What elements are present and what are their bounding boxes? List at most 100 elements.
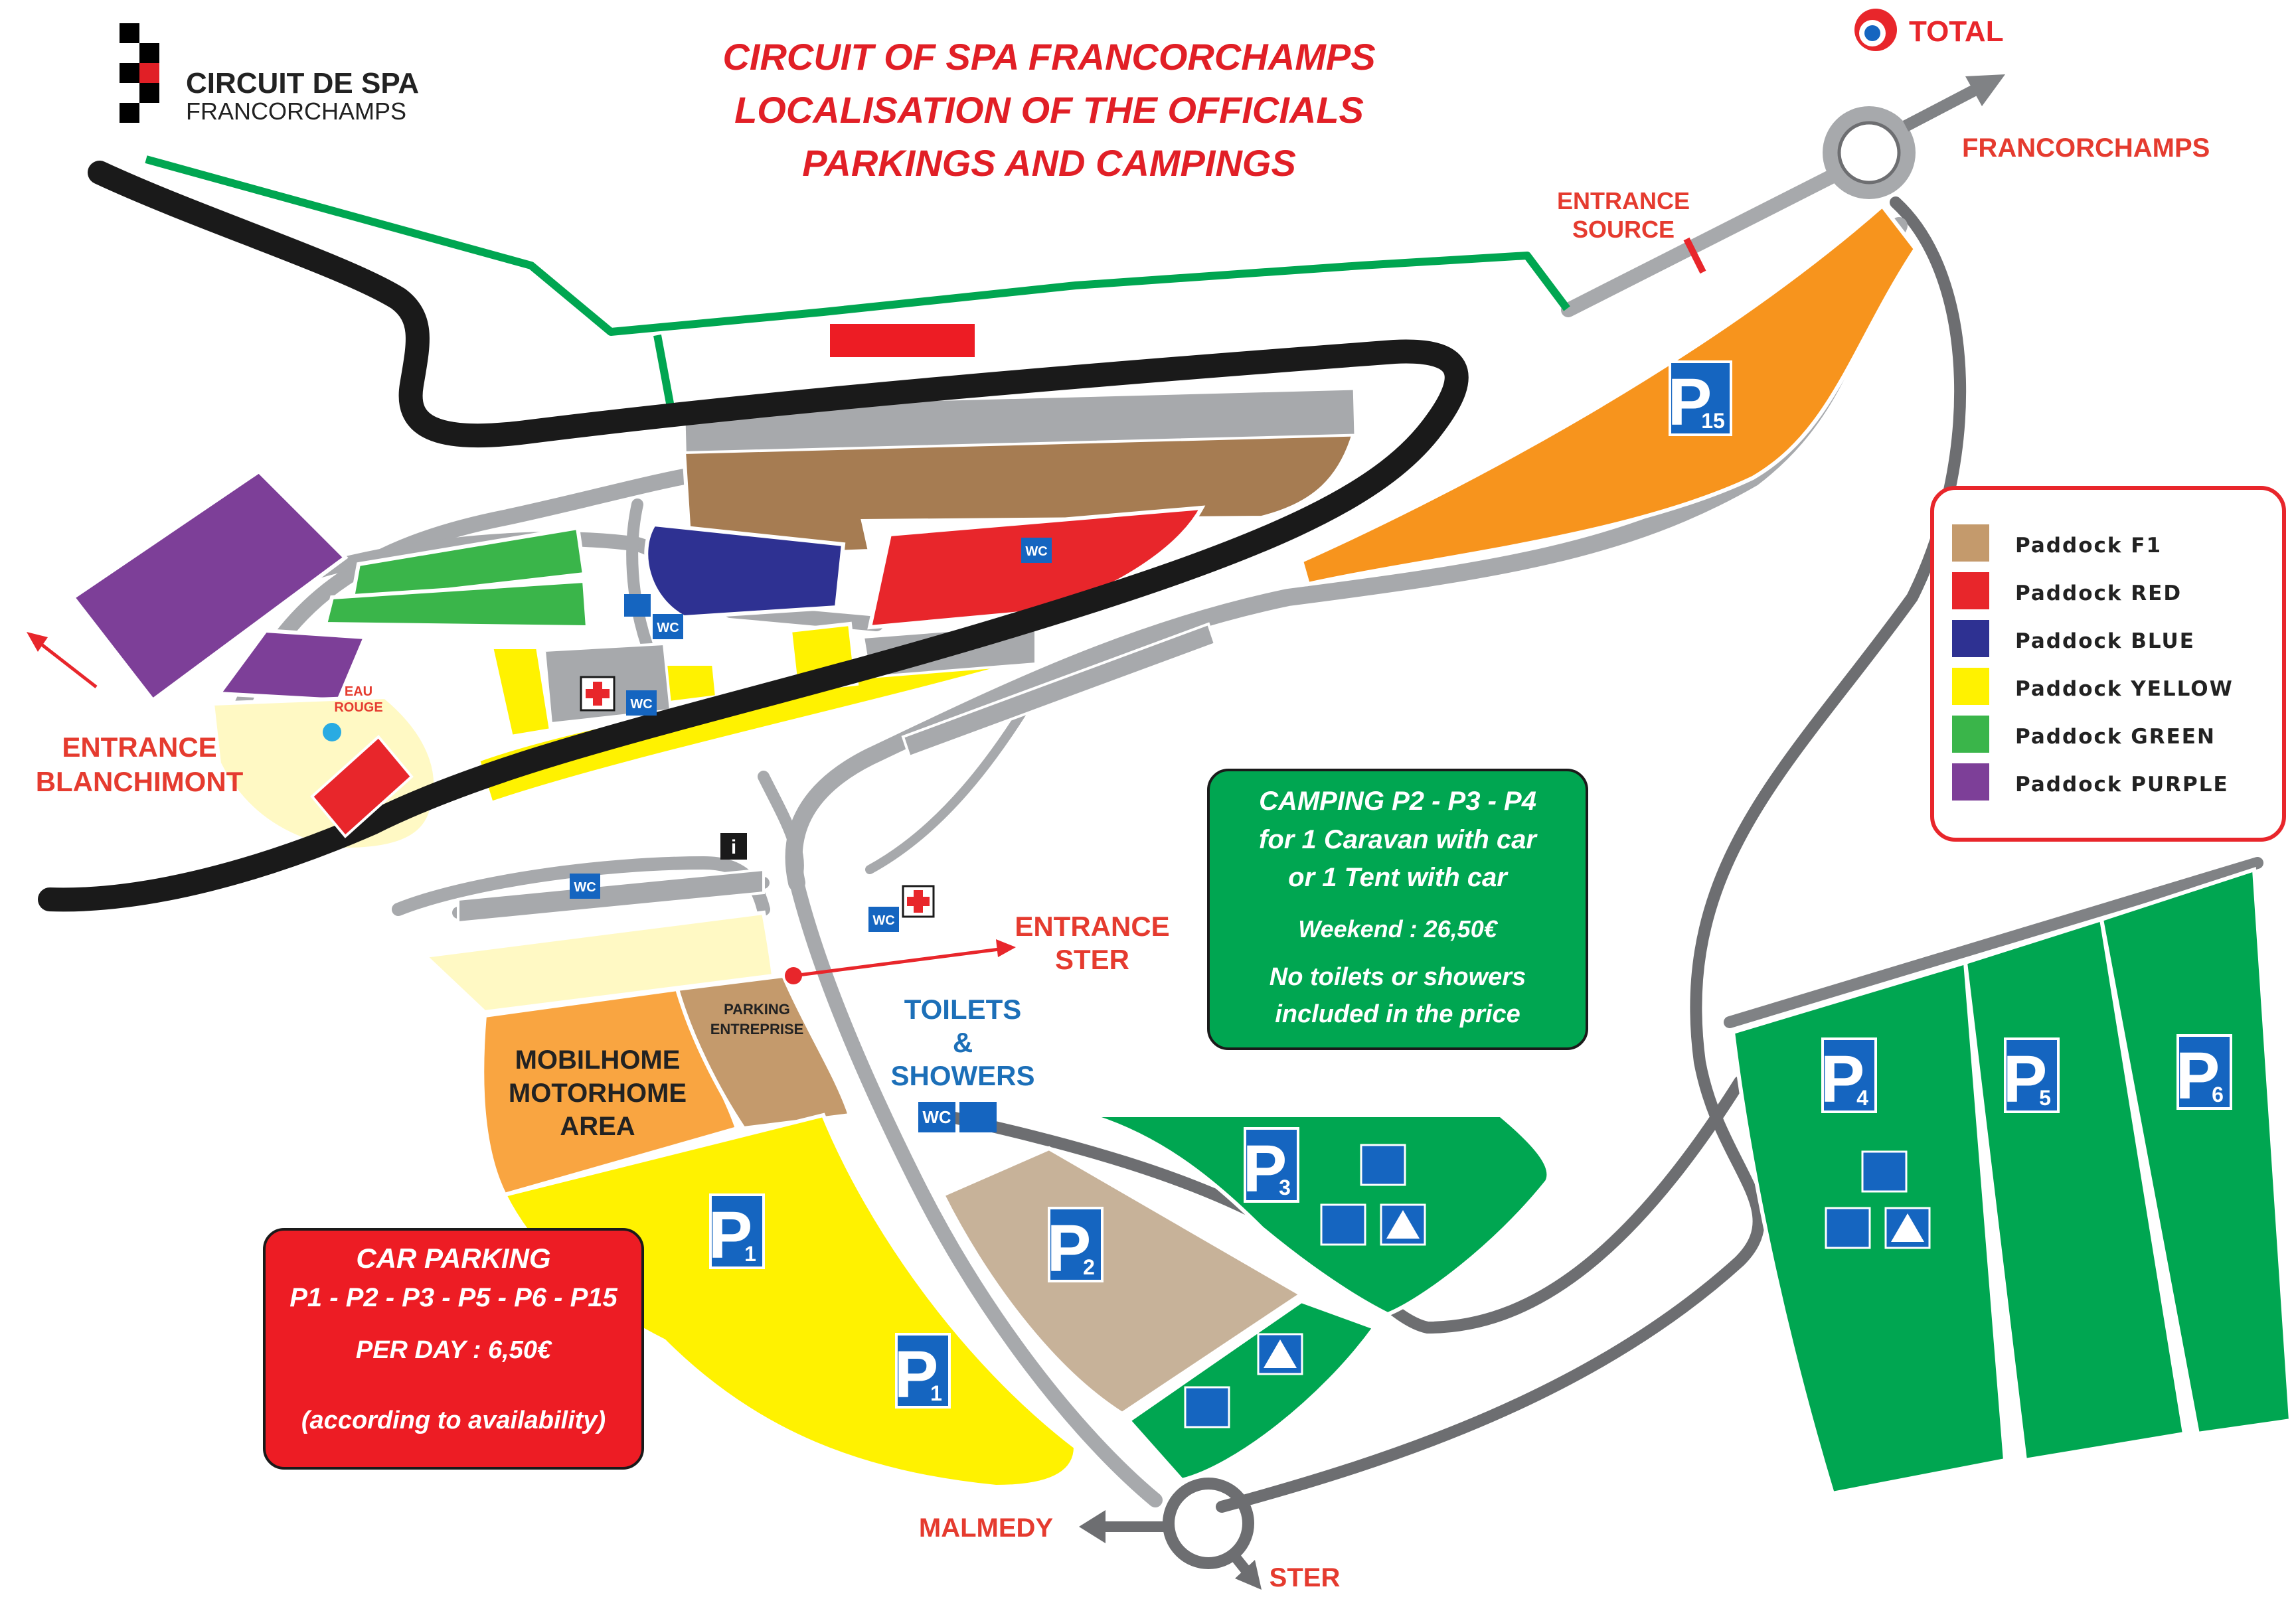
camping-box-bg [1207,769,1588,1050]
wc-sign-red: WC [1021,538,1052,563]
arrow-ster-head [1235,1560,1262,1590]
svg-text:6: 6 [2212,1083,2224,1107]
parking-sign-p4: P 4 [1821,1037,1877,1116]
camping-line-2: for 1 Caravan with car [1259,825,1538,854]
svg-text:P: P [1668,365,1712,439]
parking-sign-p5: P 5 [2003,1037,2060,1116]
svg-text:WC: WC [657,621,679,635]
label-francorchamps: FRANCORCHAMPS [1962,133,2210,163]
paddock-yellow-block-1 [489,645,554,739]
paddock-blue-area [644,522,846,620]
race-track [38,161,1469,912]
legend-label: Paddock YELLOW [2015,677,2234,701]
camping-south-area [1125,1298,1378,1483]
svg-text:5: 5 [2039,1086,2051,1110]
total-logo-text: TOTAL [1909,15,2004,48]
label-entrance-ster-2: STER [1055,944,1129,975]
p3-area [1088,1113,1551,1317]
arrow-francorchamps [1902,81,1985,131]
p6-area [2099,866,2293,1436]
entrance-ster-arrow-head [996,939,1016,957]
label-toilets-3: SHOWERS [890,1060,1034,1091]
svg-text:WC: WC [1025,544,1047,559]
label-eau-rouge-2: ROUGE [334,700,382,715]
label-mobilhome-3: AREA [560,1112,635,1141]
caravan-icon-south [1184,1386,1230,1428]
grey-building-right [901,622,1217,759]
paddock-purple-area-1 [70,469,349,704]
red-stand [830,324,975,357]
svg-text:WC: WC [630,697,652,712]
legend-item-5: Paddock GREEN [1952,716,2216,753]
title-line-1: CIRCUIT OF SPA FRANCORCHAMPS [722,36,1375,78]
camping-line-5: No toilets or showers [1270,963,1526,991]
legend-frame [1930,486,2286,842]
entrance-source-marker [1683,237,1706,274]
label-parking-entreprise-1: PARKING [724,1001,790,1018]
parking-sign-p1a: P 1 [708,1193,765,1272]
shower-icon [959,1102,997,1132]
svg-text:2: 2 [1083,1255,1095,1279]
car-parking-line-3: PER DAY : 6,50€ [356,1336,552,1364]
legend-label: Paddock F1 [2015,534,2162,558]
page-title: CIRCUIT OF SPA FRANCORCHAMPS LOCALISATIO… [722,36,1375,184]
svg-text:P: P [894,1338,939,1412]
label-eau-rouge-1: EAU [345,684,372,699]
label-malmedy: MALMEDY [919,1513,1054,1543]
svg-text:WC: WC [922,1107,951,1127]
svg-text:P: P [2176,1039,2220,1113]
label-ster: STER [1270,1563,1341,1592]
title-line-2: LOCALISATION OF THE OFFICIALS [734,89,1364,131]
caravan-icon-p3 [1360,1144,1406,1186]
logo-line-2: FRANCORCHAMPS [186,98,406,125]
shower-icon-2 [624,594,651,617]
wc-sign-blue: WC [653,614,683,639]
total-logo: TOTAL [1854,9,2004,51]
paddock-yellow-block-2 [662,662,720,706]
label-parking-entreprise-2: ENTREPRISE [710,1021,804,1037]
p2-area [940,1146,1305,1416]
legend-label: Paddock PURPLE [2015,773,2229,797]
legend-label: Paddock RED [2015,581,2182,605]
legend-item-3: Paddock BLUE [1952,620,2194,657]
roundabout-bottom [1163,1478,1254,1569]
label-mobilhome-1: MOBILHOME [515,1045,681,1075]
road-inner-4 [758,771,804,882]
camping-line-3: or 1 Tent with car [1288,863,1509,892]
entrance-ster-dot [785,967,802,984]
parking-sign-p3: P 3 [1243,1127,1299,1206]
legend-label: Paddock GREEN [2015,725,2216,749]
info-sign: i [720,833,747,860]
medical-cross-icon-2 [902,885,935,918]
caravan-icon-p4 [1861,1150,1908,1193]
legend-swatch [1952,668,1989,705]
svg-text:WC: WC [574,880,596,895]
legend-swatch [1952,763,1989,801]
car-parking-info-box: CAR PARKING P1 - P2 - P3 - P5 - P6 - P15… [263,1228,644,1470]
svg-text:3: 3 [1279,1176,1291,1199]
camping-info-box: CAMPING P2 - P3 - P4 for 1 Caravan with … [1207,769,1588,1050]
arrow-francorchamps-head [1965,74,2005,106]
entrance-ster-arrow [793,947,1000,978]
legend-item-2: Paddock RED [1952,572,2182,609]
entrance-blanchimont-arrow [35,639,98,688]
wc-sign-ster: WC [868,907,899,932]
green-access-road [145,155,1570,336]
eau-rouge-building [310,735,414,838]
legend-item-6: Paddock PURPLE [1952,763,2229,801]
legend-swatch [1952,572,1989,609]
parking-entreprise-area [675,973,853,1131]
parking-sign-p6: P 6 [2176,1034,2232,1113]
parking-sign-p1b: P 1 [894,1333,951,1412]
car-parking-box-bg [263,1228,644,1470]
legend-swatch [1952,620,1989,657]
camping-line-6: included in the price [1275,1000,1520,1028]
parking-sign-p15: P 15 [1668,360,1732,439]
motorhome-icon-p3 [1320,1203,1366,1246]
legend: Paddock F1 Paddock RED Paddock BLUE Padd… [1930,486,2286,842]
camping-line-1: CAMPING P2 - P3 - P4 [1259,787,1536,816]
label-entrance-blanchimont-2: BLANCHIMONT [36,766,244,797]
road-malmedy [789,876,1163,1507]
svg-text:P: P [1821,1042,1865,1116]
